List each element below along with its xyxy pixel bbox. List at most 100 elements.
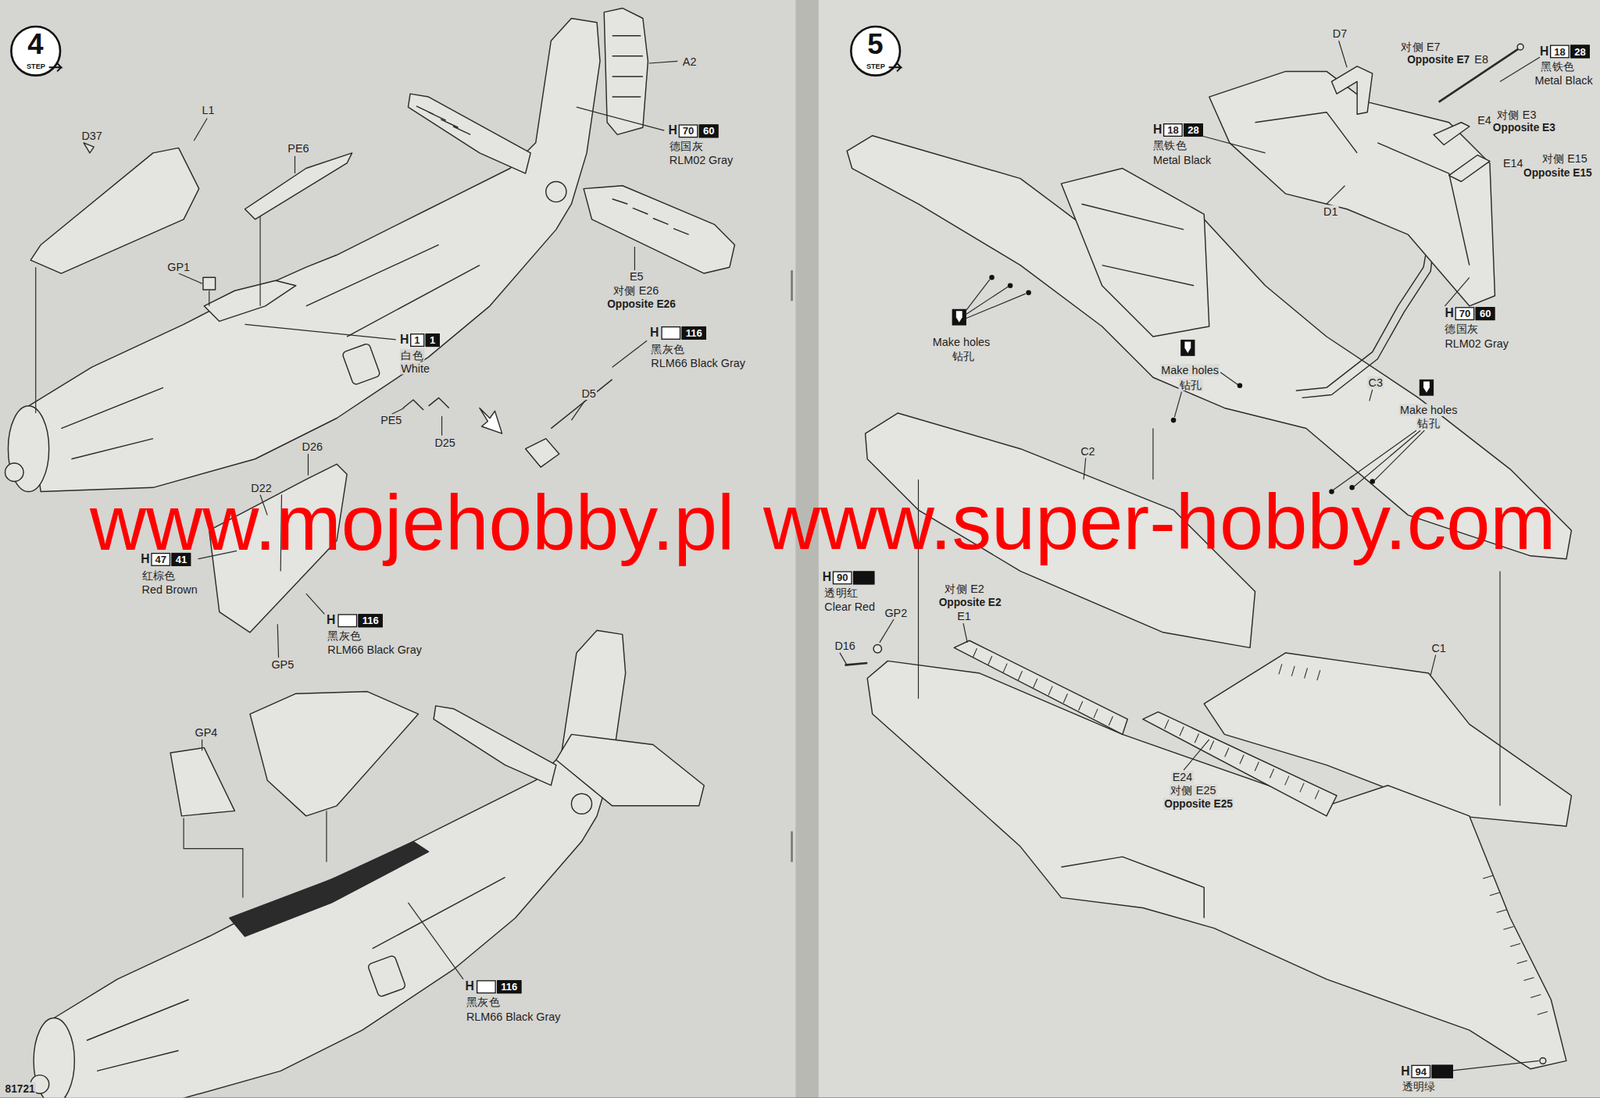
rib-line [1164,719,1169,729]
photo-etch [403,397,450,411]
part-label: 对侧 E15 [1540,151,1589,165]
rib-line [1108,716,1113,726]
flap-part [953,640,1128,735]
paint-number: 1 [425,332,440,347]
paint-code: H [650,325,659,340]
line-art [989,275,995,281]
part-label: E5 [628,269,645,283]
leader-line [201,739,203,751]
part-label: D7 [1331,27,1348,41]
part-label: 透明绿 [1400,1080,1437,1094]
paint-code: H [326,614,336,628]
leader-line [306,593,325,615]
center-section [1060,168,1209,338]
paint-number: 18 [1550,44,1570,58]
leader-line [407,903,464,980]
rib-line [1254,762,1259,772]
rib-line [1269,769,1274,779]
part-label: Make holes [1399,403,1459,418]
paint-number: 70 [1455,306,1475,320]
leader-line [244,324,396,340]
rib-lines [972,648,1548,1015]
step-badge [10,26,61,76]
part-label: Opposite E26 [606,297,677,311]
part-label: Metal Black [1533,74,1594,88]
windscreen-part [170,747,235,817]
leader-line [879,619,894,643]
part-label: 白色 [400,348,425,362]
part-label: 钻孔 [1416,417,1441,431]
cockpit [203,280,297,322]
bracket-part [1331,66,1372,115]
paint-code: H [1400,1064,1410,1079]
spinner [5,463,25,483]
rod [550,379,612,429]
rib-line [1517,960,1528,965]
leader-line [183,818,243,899]
leader-line [612,340,647,368]
part-label: Opposite E2 [937,596,1003,609]
paint-number: 60 [1475,306,1496,320]
part-label: 钻孔 [1178,378,1204,392]
part-label: 钻孔 [950,349,975,363]
leader-line [1339,40,1347,68]
line-art [1423,381,1430,393]
part-label: Clear Red [823,600,876,615]
part-label: C3 [1367,375,1384,390]
leader-line [1430,655,1436,676]
paint-number: 18 [1163,122,1183,136]
rib-line [612,35,643,97]
leader-line [307,453,309,475]
part-label: E14 [1502,156,1525,170]
part-label: 德国灰 [1443,321,1480,336]
part-label: GP5 [270,657,295,672]
part-label: 对侧 E2 [943,582,986,596]
leader-line [259,216,261,307]
part-label: Make holes [931,335,991,349]
staple [790,831,793,862]
rib-line [1093,709,1098,719]
step-label: STEP [866,61,886,69]
panel-line [1060,857,1204,918]
part-label: A2 [681,54,697,68]
stabilizer [407,93,531,174]
paint-number: 70 [678,124,699,138]
step-arrow [49,63,62,72]
rib-line [612,199,690,236]
rib-line [1209,740,1214,750]
paint-number: 116 [681,325,707,340]
paint-code: H [822,571,832,585]
stabilizer-part [583,185,735,274]
rib-line [1179,726,1184,736]
part-label: RLM66 Black Gray [326,643,423,658]
part-label: 黑铁色 [1152,138,1189,152]
line-art [952,309,967,326]
step-number: 5 [867,30,883,60]
canopy-part [250,692,419,817]
part-label: D25 [433,435,457,450]
rib-line [1291,666,1295,677]
part-label: D16 [833,639,857,653]
hatch [367,955,407,998]
paint-number: 94 [1410,1064,1431,1079]
small-part [203,277,216,290]
assembly-line [1499,571,1500,806]
leader-line [1369,389,1373,401]
leader-line [178,273,203,284]
line-art [1025,290,1032,297]
paint-number: 41 [171,552,191,566]
leader-line [197,550,237,559]
leader-line [1326,185,1346,205]
leader-line [1183,739,1210,771]
line-art [1007,282,1014,289]
rib-line [1078,701,1083,711]
line-art [1184,342,1191,354]
rib-line [416,106,471,136]
leader-line [277,624,279,658]
leader-line [325,810,327,862]
line-art [5,7,1572,1098]
fuselage-2 [30,630,625,1098]
panel-line [1255,112,1470,266]
paint-number: 60 [699,124,719,138]
